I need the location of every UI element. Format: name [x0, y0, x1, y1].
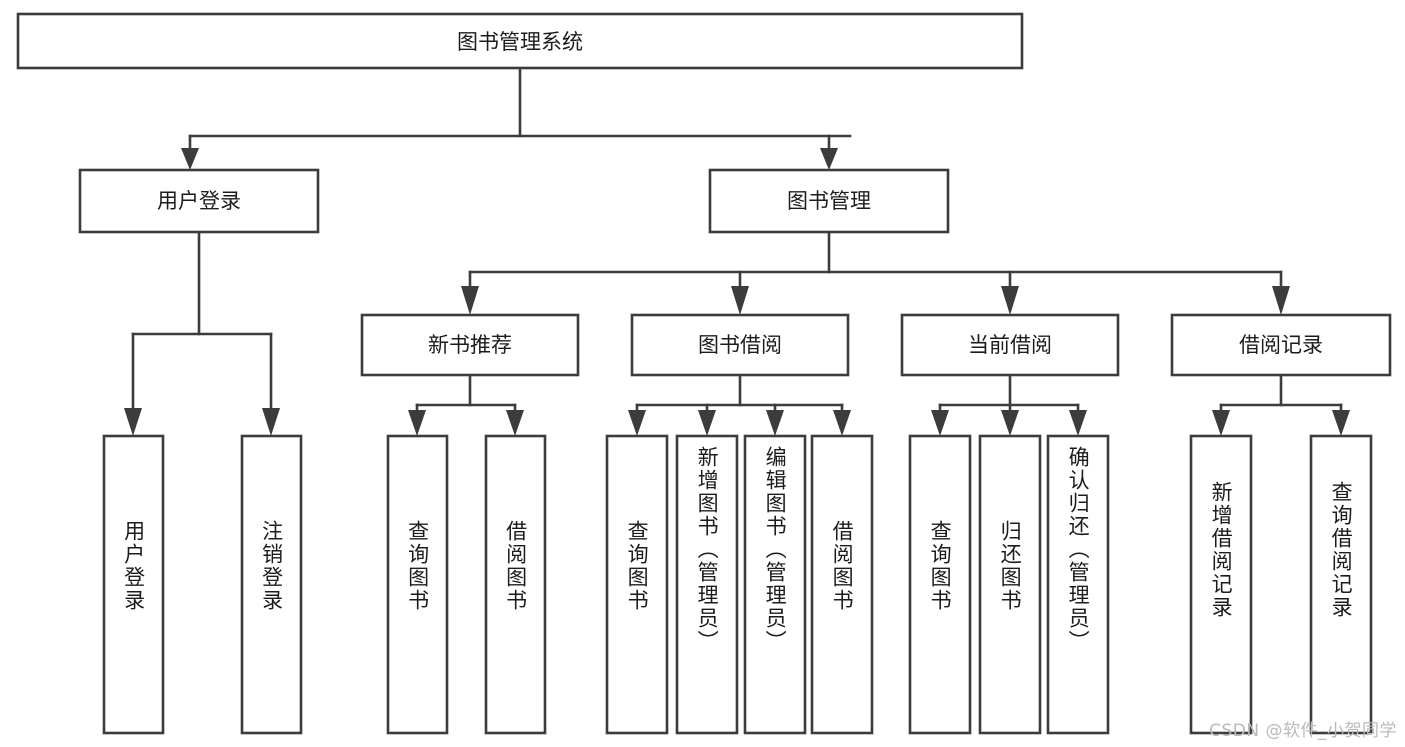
leaf-label-query-book-3-wrap: 查询图书 [910, 436, 970, 733]
leaf-label-add-record: 新增借阅记录 [1209, 481, 1234, 619]
edge-currentborrow-to-leaves [931, 373, 1087, 436]
csdn-watermark: CSDN @软件_小贺同学 [1209, 721, 1397, 741]
node-borrow-record[interactable]: 借阅记录 [1170, 313, 1392, 377]
leaf-label-query-record: 查询借阅记录 [1329, 481, 1354, 619]
leaf-label-edit-book-wrap: 编辑图书（管理员） [745, 436, 805, 733]
node-leaf-query-book-3[interactable] [908, 434, 972, 735]
leaf-label-borrow-book-1: 借阅图书 [503, 520, 528, 612]
node-leaf-borrow-book-2[interactable] [810, 434, 874, 735]
leaf-label-return-book: 归还图书 [998, 520, 1023, 612]
leaf-label-logout-login: 注销登录 [259, 520, 284, 612]
edge-bookborrow-to-leaves [628, 373, 851, 436]
node-root[interactable]: 图书管理系统 [16, 12, 1024, 70]
node-leaf-query-book-2[interactable] [605, 434, 669, 735]
leaf-label-add-record-wrap: 新增借阅记录 [1191, 436, 1251, 733]
node-leaf-add-record[interactable] [1189, 434, 1253, 735]
node-new-book-recommend-label: 新书推荐 [428, 333, 512, 357]
leaf-label-logout-login-wrap: 注销登录 [242, 436, 301, 733]
node-leaf-edit-book[interactable] [743, 434, 807, 735]
node-root-label: 图书管理系统 [457, 30, 583, 54]
leaf-label-user-login: 用户登录 [121, 520, 146, 612]
node-leaf-borrow-book-1[interactable] [484, 434, 547, 735]
node-leaf-user-login[interactable] [102, 434, 165, 735]
edge-borrowrecord-to-leaves [1212, 373, 1350, 436]
leaf-label-user-login-wrap: 用户登录 [104, 436, 163, 733]
leaf-label-borrow-book-1-wrap: 借阅图书 [486, 436, 545, 733]
node-current-borrow-label: 当前借阅 [968, 333, 1052, 357]
node-borrow-record-label: 借阅记录 [1239, 333, 1323, 357]
leaf-label-query-record-wrap: 查询借阅记录 [1311, 436, 1371, 733]
node-user-login-label: 用户登录 [157, 189, 241, 213]
node-book-borrow-label: 图书借阅 [698, 333, 782, 357]
leaf-label-confirm-return-wrap: 确认归还（管理员） [1048, 436, 1108, 733]
node-book-management-label: 图书管理 [787, 189, 871, 213]
node-current-borrow[interactable]: 当前借阅 [900, 313, 1120, 377]
leaf-label-query-book-1: 查询图书 [405, 520, 430, 612]
node-new-book-recommend[interactable]: 新书推荐 [360, 313, 580, 377]
leaf-label-borrow-book-2: 借阅图书 [830, 520, 855, 612]
node-leaf-add-book[interactable] [675, 434, 739, 735]
leaf-label-query-book-3: 查询图书 [928, 520, 953, 612]
edge-bookmanagement-to-level2 [461, 230, 1290, 315]
leaf-label-return-book-wrap: 归还图书 [980, 436, 1040, 733]
node-leaf-return-book[interactable] [978, 434, 1042, 735]
edge-userlogin-to-leaves [124, 230, 280, 436]
leaf-label-edit-book: 编辑图书（管理员） [763, 446, 788, 653]
edge-newbook-to-leaves [408, 373, 524, 436]
node-book-management[interactable]: 图书管理 [708, 168, 950, 234]
leaf-label-borrow-book-2-wrap: 借阅图书 [812, 436, 872, 733]
leaf-label-query-book-1-wrap: 查询图书 [388, 436, 447, 733]
node-leaf-query-record[interactable] [1309, 434, 1373, 735]
leaf-label-query-book-2-wrap: 查询图书 [607, 436, 667, 733]
node-book-borrow[interactable]: 图书借阅 [630, 313, 850, 377]
node-leaf-confirm-return[interactable] [1046, 434, 1110, 735]
leaf-label-add-book: 新增图书（管理员） [695, 446, 720, 653]
node-leaf-query-book-1[interactable] [386, 434, 449, 735]
node-leaf-logout-login[interactable] [240, 434, 303, 735]
leaf-label-add-book-wrap: 新增图书（管理员） [677, 436, 737, 733]
node-user-login[interactable]: 用户登录 [78, 168, 320, 234]
leaf-label-confirm-return: 确认归还（管理员） [1066, 446, 1091, 653]
leaf-label-query-book-2: 查询图书 [625, 520, 650, 612]
edge-root-to-level1 [181, 66, 852, 170]
